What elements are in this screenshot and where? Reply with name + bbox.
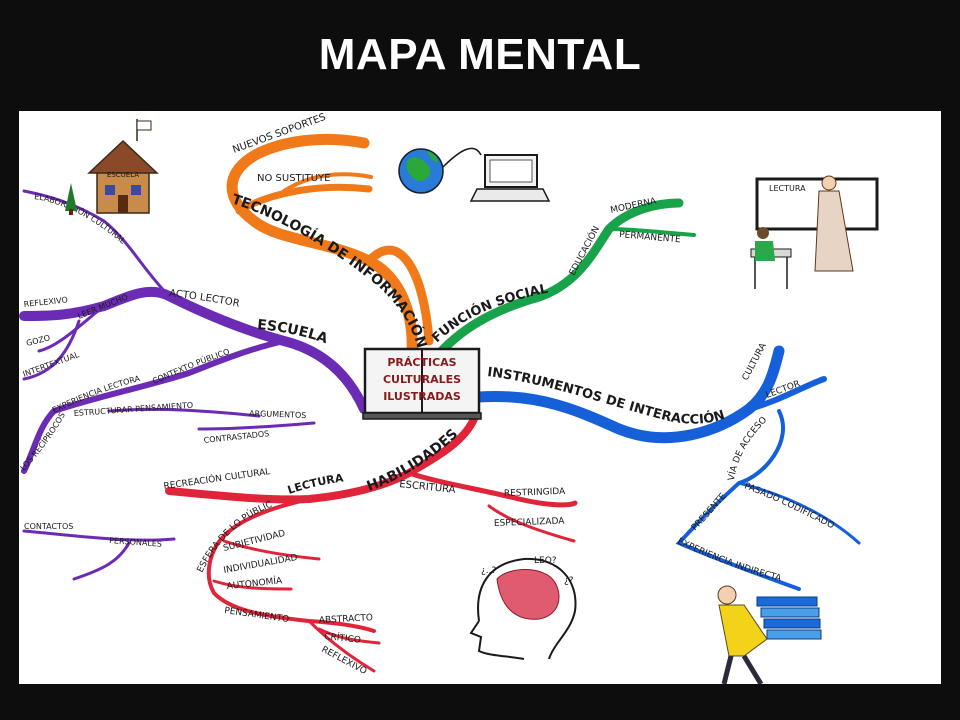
- sub-no-sustituye: NO SUSTITUYE: [257, 173, 330, 184]
- board-text: LECTURA: [769, 184, 806, 193]
- branch-escuela: ESCUELA ACTO LECTOR ELABORACIÓN CULTURAL…: [19, 189, 369, 581]
- sub-los-reciprocos: LOS RECÍPROCOS: [19, 411, 67, 472]
- sub-intertextual: INTERTEXTUAL: [22, 350, 81, 379]
- sub-individualidad: INDIVIDUALIDAD: [223, 553, 299, 576]
- sub-contexto-publico: CONTEXTO PÚBLICO: [151, 347, 231, 386]
- sub-cultura: CULTURA: [741, 341, 769, 382]
- sub-critico: CRÍTICO: [324, 630, 362, 646]
- mind-map-board: TECNOLOGÍA DE INFORMACIÓN NUEVOS SOPORTE…: [19, 111, 941, 684]
- slide-title: MAPA MENTAL: [318, 30, 642, 79]
- sub-experiencia-indirecta: EXPERIENCIA INDIRECTA: [676, 537, 783, 584]
- sub-pasado-codificado: PASADO CODIFICADO: [743, 481, 836, 531]
- sub-gozo: GOZO: [25, 333, 51, 348]
- mind-map-canvas: TECNOLOGÍA DE INFORMACIÓN NUEVOS SOPORTE…: [19, 111, 879, 684]
- sub-restringida: RESTRINGIDA: [504, 487, 567, 499]
- branch-instrumentos: INSTRUMENTOS DE INTERACCIÓN CULTURA LECT…: [473, 341, 861, 591]
- sub-abstracto: ABSTRACTO: [319, 613, 374, 626]
- speech-2: LEO?: [534, 556, 557, 566]
- speech-3: ¿?: [564, 576, 574, 586]
- sub-reflexivo-morado: REFLEXIVO: [23, 295, 68, 309]
- sub-pensamiento: PENSAMIENTO: [224, 606, 290, 625]
- thinking-head-illustration: ¿..? LEO? ¿?: [469, 556, 577, 660]
- sub-argumentos: ARGUMENTOS: [249, 409, 307, 420]
- sub-recreacion-cultural: RECREACIÓN CULTURAL: [163, 465, 271, 492]
- branch-tecnologia: TECNOLOGÍA DE INFORMACIÓN NUEVOS SOPORTE…: [226, 112, 434, 359]
- center-book: PRÁCTICAS CULTURALES ILUSTRADAS: [362, 347, 482, 420]
- person-books-illustration: [717, 585, 822, 684]
- teacher-board-illustration: LECTURA: [750, 175, 879, 289]
- center-line-1: PRÁCTICAS: [387, 356, 456, 369]
- branch-funcion-social: FUNCIÓN SOCIAL EDUCACIÓN MODERNA PERMANE…: [429, 196, 696, 361]
- globe-laptop-illustration: [398, 147, 551, 202]
- center-line-2: CULTURALES: [383, 373, 461, 386]
- school-sign: ESCUELA: [107, 171, 139, 179]
- speech-1: ¿..?: [481, 566, 496, 576]
- sub-presente: PRESENTE: [690, 491, 729, 533]
- school-house-illustration: ESCUELA: [65, 119, 159, 215]
- sub-contrastados: CONTRASTADOS: [203, 429, 269, 445]
- sub-especializada: ESPECIALIZADA: [494, 517, 566, 529]
- sub-personales: PERSONALES: [109, 536, 162, 549]
- sub-contactos: CONTACTOS: [24, 522, 73, 531]
- center-line-3: ILUSTRADAS: [383, 390, 461, 403]
- sub-estructurar-pensamiento: ESTRUCTURAR PENSAMIENTO: [74, 401, 194, 418]
